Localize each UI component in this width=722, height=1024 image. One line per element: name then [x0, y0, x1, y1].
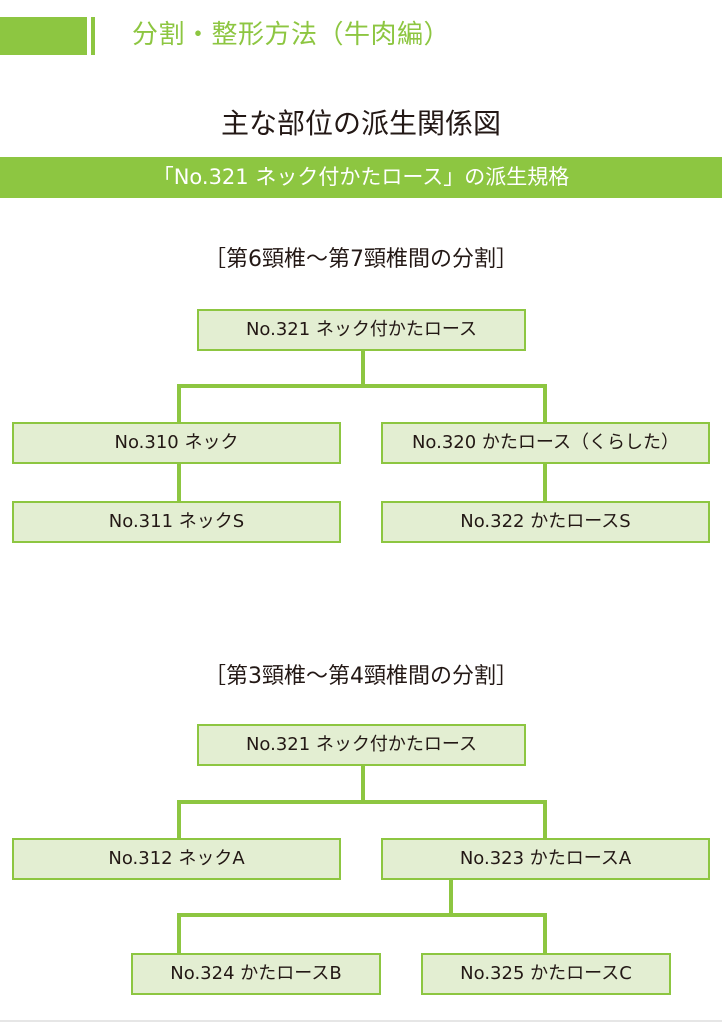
connector-line [361, 764, 365, 802]
node-no322: No.322 かたロースS [381, 501, 710, 543]
node-no310: No.310 ネック [12, 422, 341, 464]
page-title: 主な部位の派生関係図 [220, 107, 501, 140]
node-no321-root: No.321 ネック付かたロース [197, 724, 526, 766]
node-no323: No.323 かたロースA [381, 838, 710, 880]
connector-line [177, 800, 547, 804]
connector-line [177, 913, 181, 953]
banner: 「No.321 ネック付かたロース」の派生規格 [0, 157, 722, 198]
connector-line [177, 384, 181, 422]
node-no324: No.324 かたロースB [131, 953, 381, 995]
connector-line [177, 800, 181, 838]
node-no325: No.325 かたロースC [421, 953, 671, 995]
node-no321-root: No.321 ネック付かたロース [197, 309, 526, 351]
footer-divider [0, 1020, 722, 1022]
node-no312: No.312 ネックA [12, 838, 341, 880]
connector-line [177, 913, 547, 917]
connector-line [543, 463, 547, 501]
node-no320: No.320 かたロース（くらした） [381, 422, 710, 464]
node-no311: No.311 ネックS [12, 501, 341, 543]
connector-line [177, 463, 181, 501]
connector-line [361, 349, 365, 386]
header-title: 分割・整形方法（牛肉編） [132, 20, 451, 50]
section-1-title: ［第6頸椎〜第7頸椎間の分割］ [204, 247, 518, 272]
header-accent-tick [91, 17, 95, 55]
connector-line [543, 913, 547, 953]
connector-line [449, 879, 453, 915]
header-accent-bar [0, 17, 87, 55]
connector-line [543, 800, 547, 838]
section-2-title: ［第3頸椎〜第4頸椎間の分割］ [204, 664, 518, 689]
connector-line [177, 384, 547, 388]
connector-line [543, 384, 547, 422]
